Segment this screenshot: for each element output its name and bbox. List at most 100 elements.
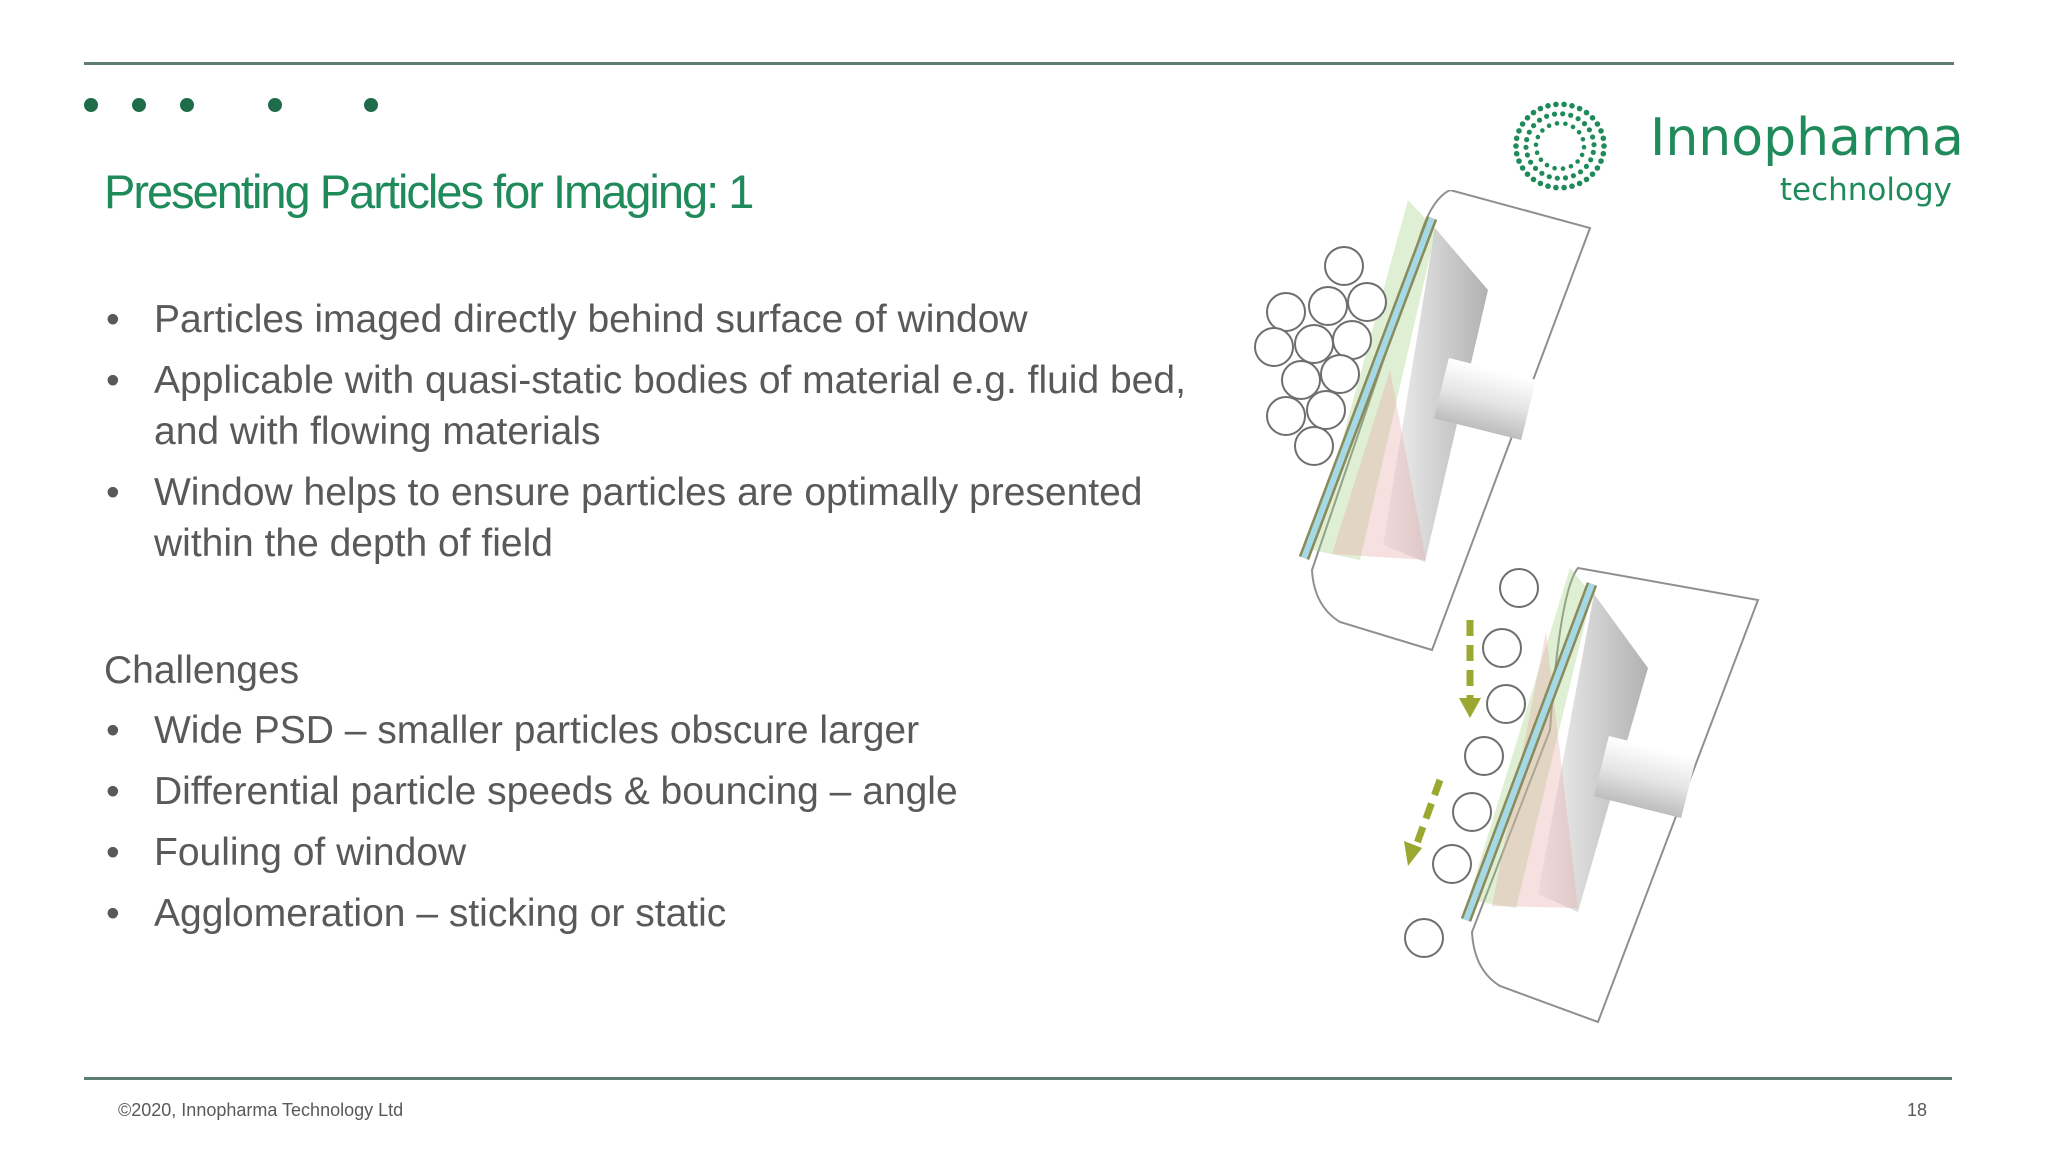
logo-dot xyxy=(1553,101,1559,108)
logo-dot xyxy=(1537,180,1544,187)
bullet-item: Window helps to ensure particles are opt… xyxy=(104,467,1224,569)
logo-dot xyxy=(1513,143,1519,149)
logo-dot xyxy=(1532,165,1539,171)
logo-name: Innopharma xyxy=(1650,108,1964,168)
window-glass xyxy=(1301,216,1435,560)
logo-dot xyxy=(1600,150,1607,157)
logo-dot xyxy=(1598,158,1604,164)
logo-dot xyxy=(1590,134,1596,140)
probe-shaft xyxy=(1433,358,1537,440)
challenge-item: Agglomeration – sticking or static xyxy=(104,888,958,939)
red-illumination xyxy=(1332,370,1426,560)
logo-dot xyxy=(1544,162,1550,168)
logo-dot xyxy=(1588,157,1594,163)
logo-dot xyxy=(1545,183,1551,189)
challenges-heading: Challenges xyxy=(104,649,300,692)
challenge-item: Differential particle speeds & bouncing … xyxy=(104,766,958,817)
logo-dot xyxy=(1554,121,1560,126)
logo-dot xyxy=(1589,171,1596,177)
logo-dot xyxy=(1561,184,1567,191)
logo-dot xyxy=(1524,137,1530,143)
logo-dot xyxy=(1590,149,1596,155)
logo-dot xyxy=(1575,116,1581,122)
bullet-item: Applicable with quasi-static bodies of m… xyxy=(104,355,1224,457)
probe-window-diagram xyxy=(1254,190,1760,1024)
dot-icon xyxy=(84,98,98,112)
logo-dot xyxy=(1534,150,1540,155)
logo-dot xyxy=(1568,164,1574,169)
logo-dot xyxy=(1575,159,1580,164)
logo-dot xyxy=(1576,105,1583,112)
logo-dot xyxy=(1583,163,1589,169)
logo-dot xyxy=(1586,127,1592,133)
logo-dot xyxy=(1546,174,1552,180)
logo-dot xyxy=(1579,152,1585,158)
logo-dot xyxy=(1598,128,1604,134)
logo-dot xyxy=(1535,134,1541,140)
logo-dot xyxy=(1560,166,1566,171)
logo-dot xyxy=(1560,111,1566,117)
logo-dot xyxy=(1513,150,1520,157)
logo-dot xyxy=(1545,103,1551,109)
dot-icon xyxy=(180,98,194,112)
logo-dot xyxy=(1570,124,1576,130)
challenge-item: Wide PSD – smaller particles obscure lar… xyxy=(104,705,958,756)
logo-dot xyxy=(1546,123,1552,128)
logo-dot xyxy=(1552,165,1557,171)
logo-dot xyxy=(1583,176,1590,183)
logo-dot xyxy=(1540,128,1545,133)
packed-particles xyxy=(1254,246,1387,466)
logo-dot xyxy=(1536,117,1543,123)
logo-dot xyxy=(1513,135,1520,142)
dot-icon xyxy=(268,98,282,112)
logo-dot xyxy=(1528,159,1534,165)
logo-dot xyxy=(1591,142,1597,148)
logo-dot xyxy=(1539,170,1545,176)
top-divider xyxy=(84,62,1954,65)
window-glass xyxy=(1463,582,1595,922)
logo-dot xyxy=(1561,101,1567,108)
challenge-item: Fouling of window xyxy=(104,827,958,878)
logo-dot xyxy=(1562,175,1569,181)
logo-dot xyxy=(1576,180,1583,187)
logo-dot xyxy=(1524,115,1531,121)
logo-dot xyxy=(1601,143,1607,149)
arrow-diagonal-icon xyxy=(1412,778,1444,848)
logo-dot xyxy=(1600,135,1607,142)
lens-cone xyxy=(1383,228,1488,562)
logo-dot xyxy=(1563,121,1568,127)
flow-arrows xyxy=(1404,620,1481,866)
bottom-divider xyxy=(84,1077,1952,1080)
probe-shaft xyxy=(1593,736,1697,818)
lower-probe xyxy=(1460,566,1760,1024)
main-bullet-list: Particles imaged directly behind surface… xyxy=(104,294,1224,579)
dot-icon xyxy=(132,98,146,112)
logo-dot xyxy=(1519,121,1526,127)
logo-tagline: technology xyxy=(1779,172,1952,208)
lens-cone xyxy=(1538,594,1648,912)
logo-dot xyxy=(1530,176,1537,183)
logo-dot xyxy=(1551,111,1558,117)
logo-dot xyxy=(1537,105,1544,112)
page-number: 18 xyxy=(1906,1100,1927,1120)
footer-copyright: ©2020, Innopharma Technology Ltd xyxy=(118,1100,404,1120)
logo-dot xyxy=(1519,165,1526,171)
logo-dot xyxy=(1568,112,1574,118)
dotted-circle-logo-icon xyxy=(1513,101,1607,191)
logo-dot xyxy=(1553,184,1559,191)
logo-dot xyxy=(1538,157,1544,162)
logo-dot xyxy=(1531,123,1537,129)
logo-dot xyxy=(1524,152,1530,158)
logo-dot xyxy=(1576,130,1582,135)
logo-dot xyxy=(1516,158,1522,164)
logo-dot xyxy=(1530,109,1537,116)
upper-probe xyxy=(1298,190,1592,652)
logo-dot xyxy=(1570,173,1576,179)
logo-dot xyxy=(1523,144,1529,150)
logo-dot xyxy=(1544,113,1550,119)
bullet-item: Particles imaged directly behind surface… xyxy=(104,294,1224,345)
logo-dot xyxy=(1581,144,1587,150)
logo-dot xyxy=(1581,121,1588,127)
logo-dot xyxy=(1577,169,1584,175)
logo-dot xyxy=(1526,129,1532,135)
